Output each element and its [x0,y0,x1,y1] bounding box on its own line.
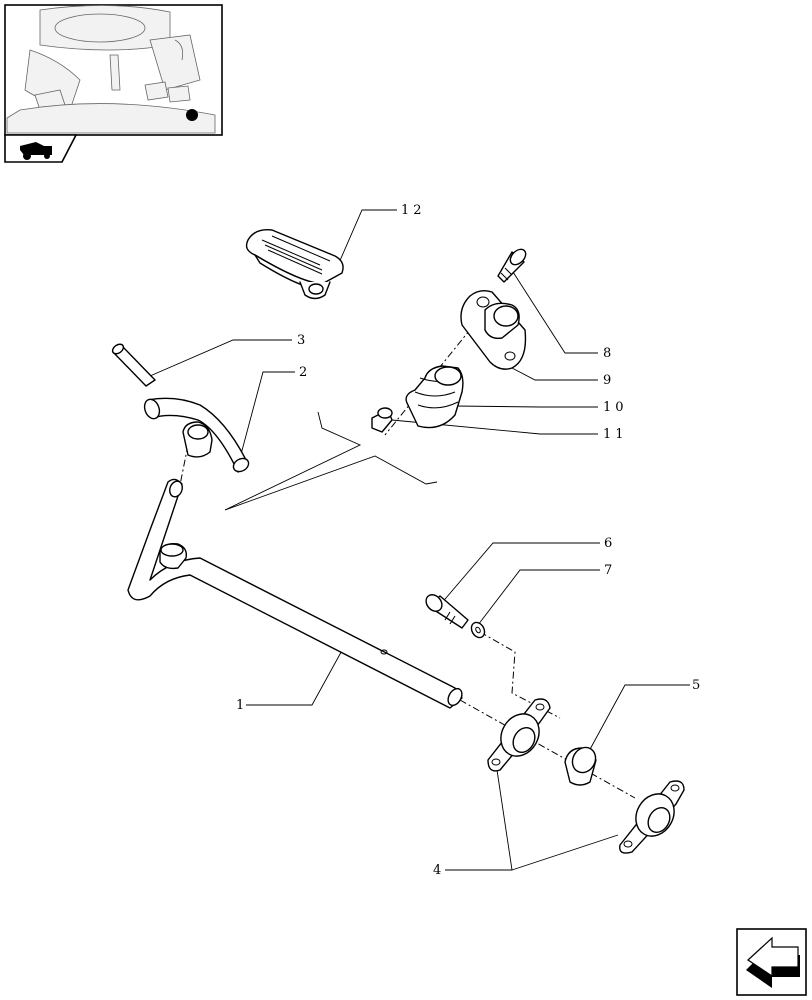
callout-11: 11 [603,427,628,442]
tractor-section-icon [4,134,78,163]
callout-7: 7 [604,563,616,578]
callout-10: 10 [603,400,628,415]
location-thumbnail [4,4,223,136]
clip-part [371,407,393,433]
callout-9: 9 [603,373,615,388]
callout-3: 3 [297,333,309,348]
bushing-part [564,746,597,786]
callout-12: 12 [401,203,426,218]
callout-5: 5 [692,678,704,693]
bracket-plate-part [460,289,527,370]
callout-4: 4 [433,863,445,878]
callout-8: 8 [603,346,615,361]
washer-part [470,621,486,639]
pin-part [111,343,156,387]
pedal-pad-part [245,229,344,300]
screw-part [497,248,527,283]
assembly-axes [179,304,636,799]
callout-labels: 12 3 2 8 9 10 11 6 7 5 1 4 [236,203,704,878]
flange-bearing-part-b [619,780,685,854]
pedal-arm-part [143,397,250,473]
previous-page-arrow-icon[interactable] [736,928,807,996]
callout-6: 6 [604,536,616,551]
bolt-part [425,594,469,629]
main-shaft-part [127,478,463,709]
callout-2: 2 [299,365,311,380]
location-marker-dot [186,109,198,121]
flange-bearing-part-a [487,698,551,772]
callout-1: 1 [236,698,248,713]
rubber-bumper-part [405,365,464,429]
